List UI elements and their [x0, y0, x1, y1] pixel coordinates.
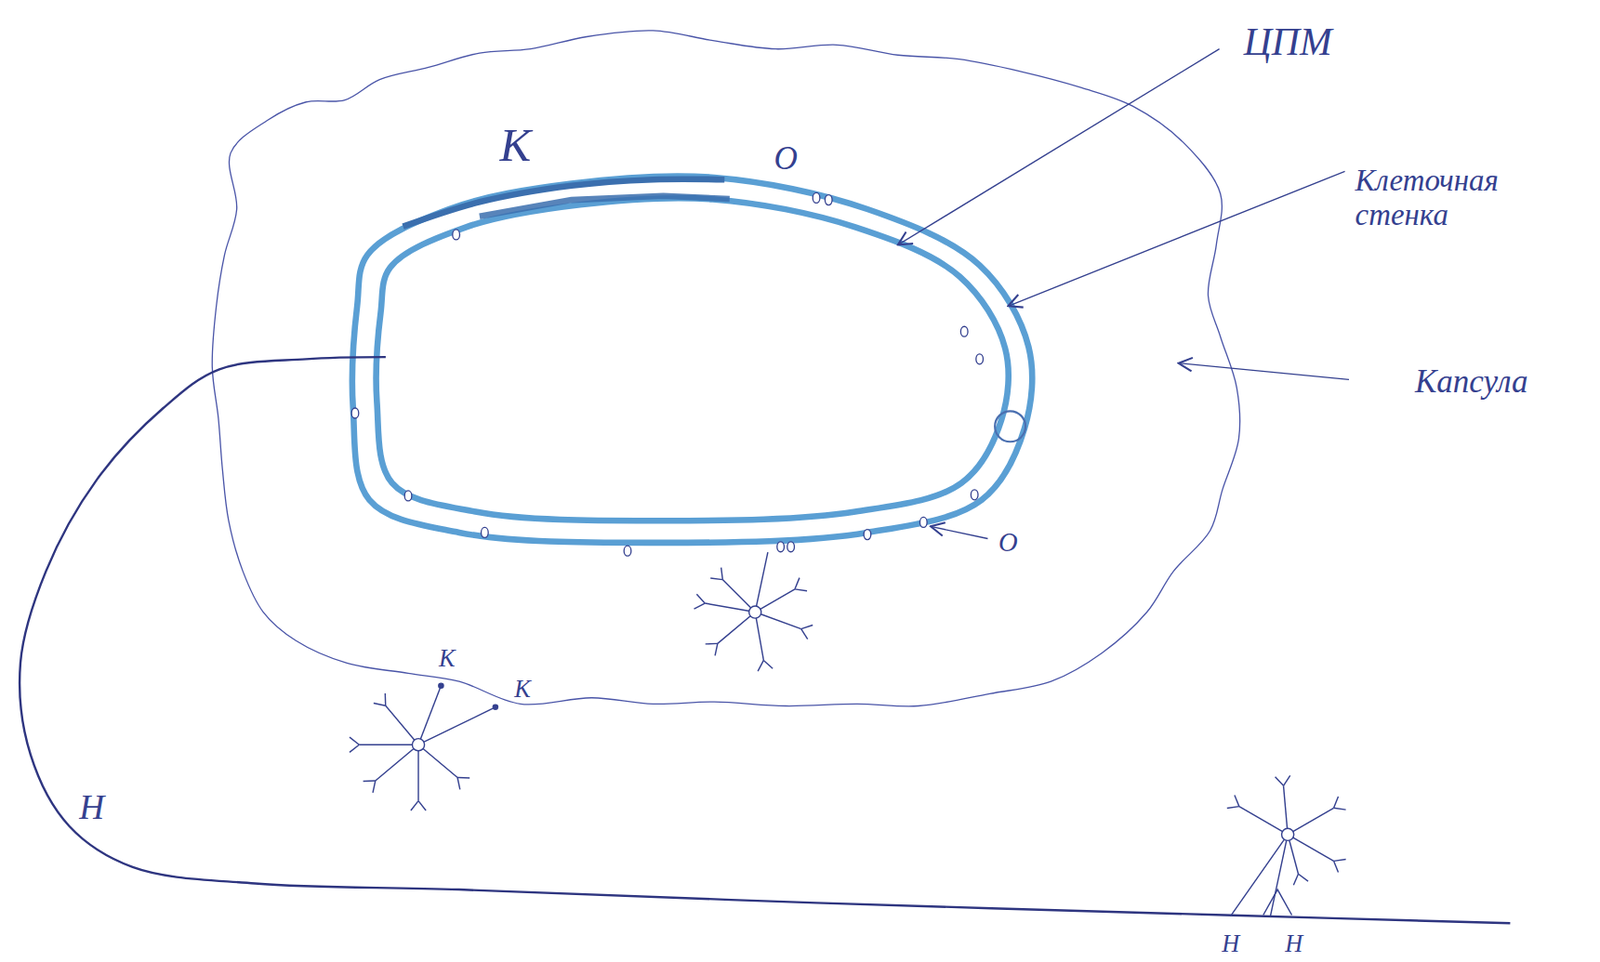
antigen-oval	[623, 545, 632, 556]
arm-fork	[1297, 873, 1309, 882]
star-arm	[385, 705, 419, 745]
arm-fork	[694, 603, 706, 609]
arm-fork	[418, 801, 426, 811]
phage-figure	[349, 682, 499, 811]
arm-fork	[349, 744, 359, 753]
arm-fork	[1283, 775, 1291, 786]
arm-fork	[714, 643, 718, 656]
antigen-oval	[777, 542, 785, 553]
o-antigen-label: О	[774, 140, 798, 178]
k-antigen-label: К	[514, 675, 530, 704]
star-arm	[1287, 807, 1334, 835]
star-arm	[418, 707, 496, 745]
arm-fork	[384, 693, 387, 706]
arm-fork	[1334, 859, 1347, 862]
leader-line	[1007, 171, 1345, 306]
antigen-oval	[404, 490, 412, 502]
arm-fork	[372, 780, 376, 794]
membrane-dark-segment	[479, 196, 730, 217]
star-arm	[418, 744, 458, 778]
arm-fork	[801, 629, 808, 640]
cell-wall-label: Клеточная стенка	[1355, 163, 1516, 235]
arm-fork	[349, 737, 359, 745]
star-core	[411, 739, 424, 752]
star-arm	[717, 612, 755, 645]
h-antigen-label: Н	[1284, 930, 1303, 959]
arm-fork	[801, 624, 814, 629]
leader-line	[898, 49, 1220, 246]
antigen-oval	[960, 326, 968, 337]
capsule-label: Капсула	[1414, 363, 1529, 401]
antigen-oval	[970, 489, 979, 501]
star-arm	[754, 612, 764, 662]
antigen-oval	[452, 229, 461, 240]
cytoplasmic-membrane	[376, 198, 1009, 521]
arm-dot	[437, 682, 445, 689]
arm-fork	[705, 643, 718, 646]
arm-fork	[794, 578, 800, 590]
antigen-oval	[919, 516, 927, 528]
arm-fork	[1293, 873, 1298, 886]
arm-fork	[721, 568, 724, 581]
flagellum-label: Н	[79, 788, 105, 829]
leader-line	[1178, 363, 1349, 381]
arm-fork	[757, 660, 764, 672]
star-arm	[417, 744, 419, 801]
star-arm	[722, 580, 755, 613]
antigen-oval	[787, 542, 795, 553]
star-arm	[358, 744, 419, 746]
arm-fork	[457, 777, 461, 790]
arm-fork	[696, 594, 705, 604]
star-arm	[754, 552, 768, 612]
arm-fork	[710, 578, 723, 581]
illustration-group	[19, 30, 1510, 924]
arm-fork	[794, 589, 807, 592]
star-core	[749, 606, 762, 619]
arm-fork	[363, 780, 376, 782]
star-arm	[1287, 834, 1334, 862]
arm-fork	[410, 801, 419, 811]
phage-figure	[694, 552, 814, 672]
phage-leg	[1263, 889, 1293, 915]
k-antigen-label: К	[438, 645, 455, 674]
cell-wall	[352, 175, 1032, 543]
arm-fork	[1334, 807, 1347, 810]
antigen-circle	[994, 410, 1026, 442]
star-arm	[1239, 806, 1288, 835]
arm-fork	[763, 660, 773, 669]
star-arm	[1229, 834, 1288, 917]
flagellum	[19, 357, 1510, 924]
arm-fork	[1227, 806, 1240, 809]
antigen-oval	[351, 408, 359, 419]
h-antigen-label: Н	[1221, 930, 1240, 959]
antigen-oval	[824, 195, 833, 206]
arm-fork	[457, 777, 470, 780]
arm-fork	[1234, 794, 1240, 807]
phage-figure	[1227, 775, 1347, 917]
arm-fork	[1334, 860, 1339, 873]
capsule-outline	[211, 30, 1240, 707]
antigen-oval	[976, 354, 984, 365]
star-arm	[754, 612, 802, 630]
arm-dot	[492, 704, 500, 712]
star-arm	[1283, 785, 1289, 834]
leader-line	[930, 526, 988, 539]
arm-fork	[1275, 777, 1284, 787]
antigen-oval	[481, 527, 490, 538]
arm-fork	[1334, 796, 1339, 808]
star-arm	[754, 589, 795, 613]
antigen-oval	[863, 529, 872, 541]
capsule-antigen-label: К	[500, 118, 532, 172]
antigen-oval	[812, 192, 820, 203]
star-arm	[375, 744, 419, 781]
o-antigen-label: О	[998, 528, 1019, 559]
star-core	[1282, 828, 1295, 841]
membrane-label: ЦПМ	[1243, 20, 1333, 66]
arm-fork	[373, 702, 386, 706]
